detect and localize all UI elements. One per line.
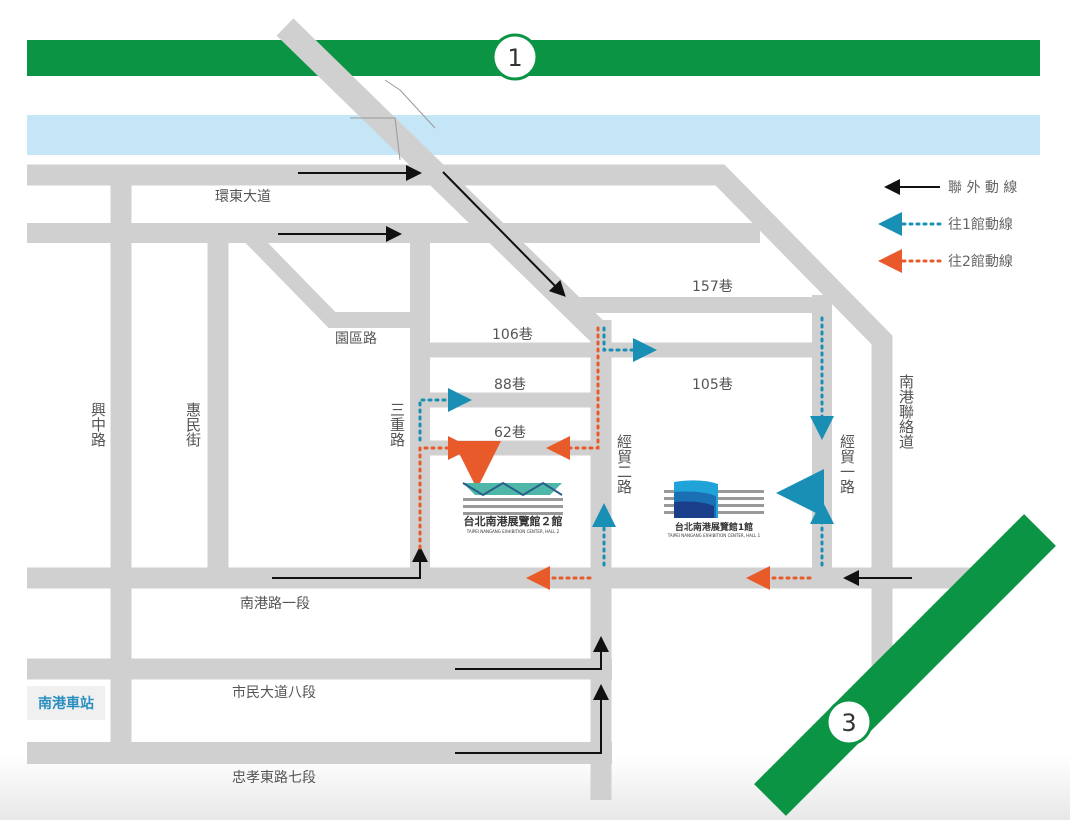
svg-text:往1館動線: 往1館動線 [948, 216, 1013, 233]
svg-text:興中路: 興中路 [89, 402, 107, 447]
svg-text:三重路: 三重路 [388, 402, 406, 447]
hall1-sub: TAIPEI NANGANG EXHIBITION CENTER, HALL 1 [667, 533, 761, 538]
svg-text:環東大道: 環東大道 [215, 189, 271, 205]
svg-text:106巷: 106巷 [492, 327, 533, 343]
hall1-name: 台北南港展覽館1館 [675, 521, 753, 533]
highway-3 [754, 514, 1056, 816]
hall2-icon [462, 481, 563, 515]
svg-text:聯 外 動 線: 聯 外 動 線 [948, 180, 1017, 196]
river [27, 115, 1040, 155]
svg-text:南港路一段: 南港路一段 [240, 596, 310, 612]
hall2-sub: TAIPEI NANGANG EXHIBITION CENTER, HALL 2 [466, 529, 560, 534]
svg-text:105巷: 105巷 [692, 377, 733, 393]
svg-text:88巷: 88巷 [494, 377, 526, 393]
svg-text:62巷: 62巷 [494, 425, 526, 441]
highway-3-shield: 3 [825, 698, 873, 746]
hall1-routes [418, 316, 834, 567]
svg-text:往2館動線: 往2館動線 [948, 253, 1013, 270]
svg-text:市民大道八段: 市民大道八段 [232, 684, 316, 701]
external-routes [272, 165, 912, 754]
hall2-routes [418, 326, 812, 590]
svg-text:經貿二路: 經貿二路 [615, 434, 633, 494]
svg-text:忠孝東路七段: 忠孝東路七段 [232, 770, 316, 786]
svg-text:園區路: 園區路 [335, 331, 377, 347]
svg-text:1: 1 [507, 44, 522, 72]
svg-text:157巷: 157巷 [692, 279, 733, 295]
svg-text:南港聯絡道: 南港聯絡道 [897, 374, 915, 449]
nangang-station-label: 南港車站 [27, 686, 105, 720]
hall2-name: 台北南港展覽館２館 [464, 514, 563, 528]
hall1-icon [664, 480, 764, 518]
legend: 聯 外 動 線 往1館動線 往2館動線 [878, 179, 1017, 273]
road-labels: 環東大道 園區路 157巷 106巷 88巷 105巷 62巷 南港路一段 市民… [89, 189, 915, 786]
svg-text:3: 3 [841, 709, 856, 737]
highway-1-shield: 1 [491, 33, 539, 81]
svg-text:惠民街: 惠民街 [184, 402, 202, 447]
svg-text:經貿一路: 經貿一路 [838, 434, 856, 494]
